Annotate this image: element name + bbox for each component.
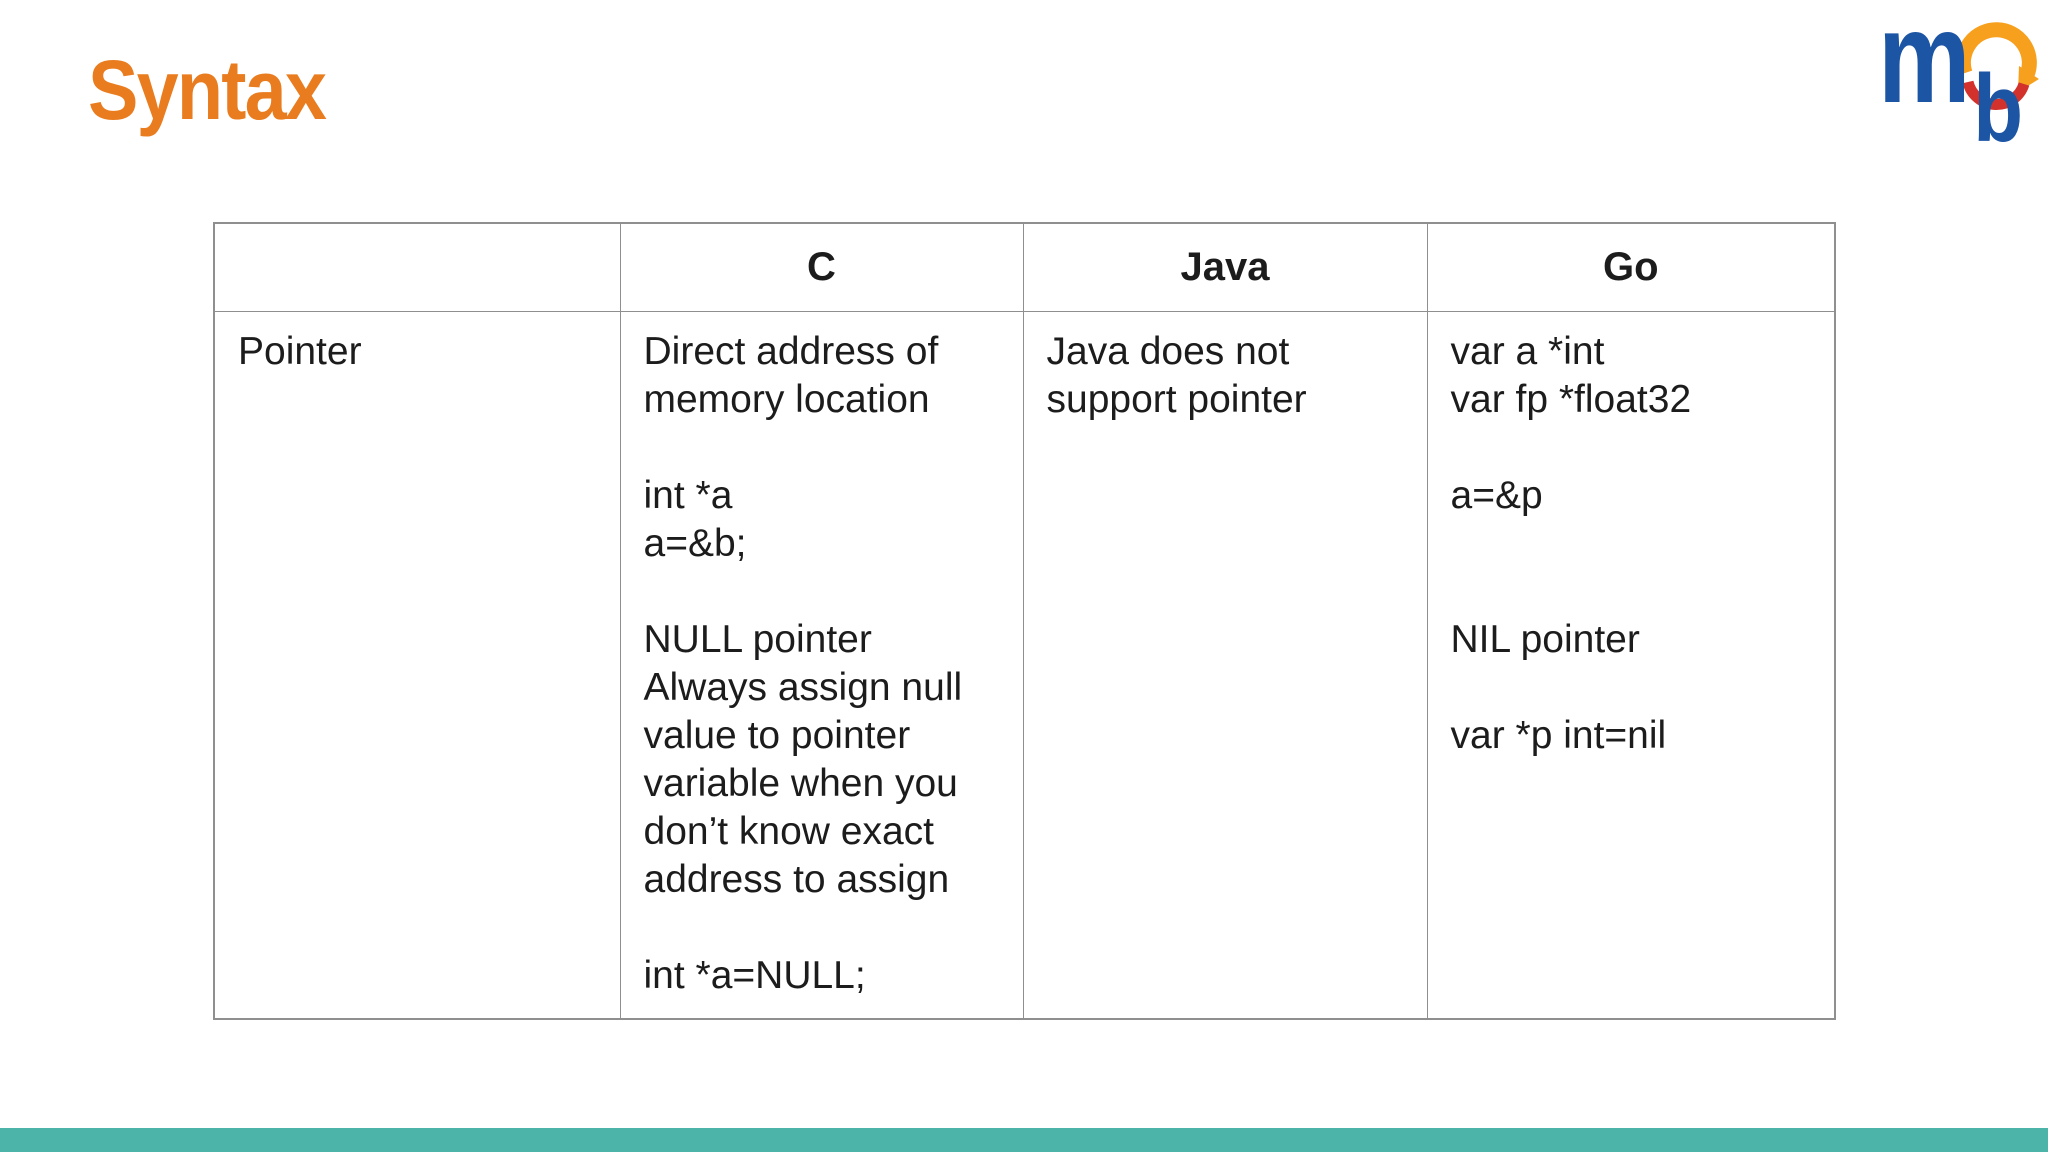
row-label-cell: Pointer — [213, 310, 621, 1020]
page-title: Syntax — [88, 43, 327, 137]
table-row-pointer: Pointer Direct address of memory locatio… — [213, 310, 1836, 1020]
header-cell-go: Go — [1426, 222, 1836, 312]
logo-letter-m: m — [1878, 8, 1970, 130]
header-cell-java: Java — [1022, 222, 1428, 312]
table-header-row: C Java Go — [213, 222, 1836, 312]
logo-swirl-red-arc — [1962, 80, 2030, 110]
header-cell-blank — [213, 222, 621, 312]
header-cell-c: C — [619, 222, 1024, 312]
logo-letter-b: b — [1973, 54, 2023, 148]
syntax-comparison-table: C Java Go Pointer Direct address of memo… — [213, 222, 1836, 1020]
mb-logo-icon: m b — [1878, 0, 2039, 161]
logo-swirl-orange-arc — [1955, 22, 2037, 78]
go-column-cell: var a *int var fp *float32 a=&p NIL poin… — [1426, 310, 1836, 1020]
java-column-cell: Java does not support pointer — [1022, 310, 1428, 1020]
c-column-cell: Direct address of memory location int *a… — [619, 310, 1024, 1020]
footer-accent-bar — [0, 1128, 2048, 1152]
company-logo: m b — [1878, 0, 2043, 161]
